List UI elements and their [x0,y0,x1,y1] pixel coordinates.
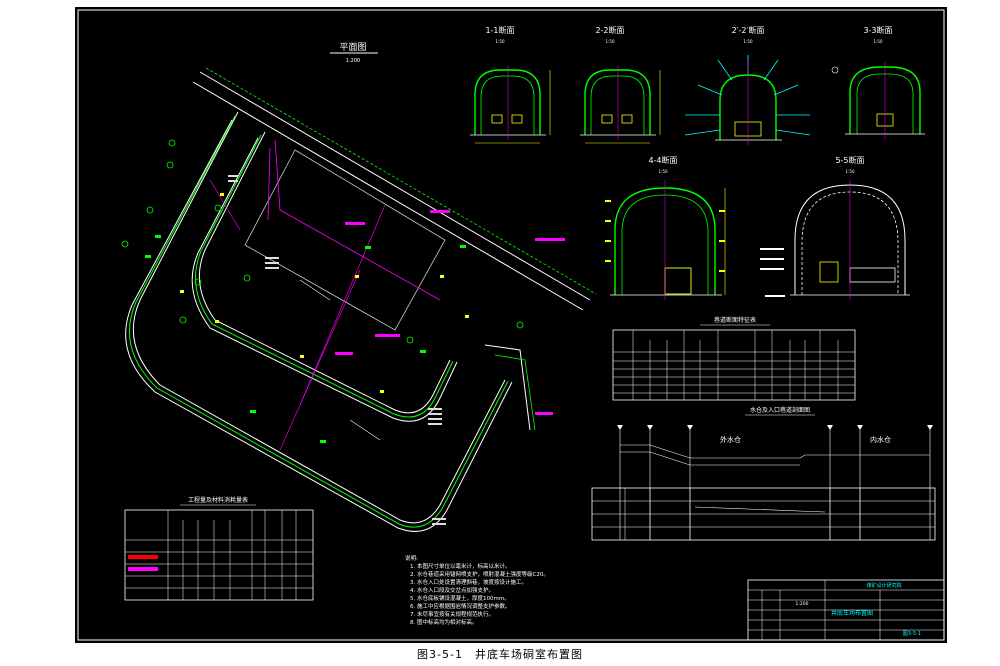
title-block-company: 煤矿设计研究院 [866,582,901,589]
title-block-scale: 1:200 [796,601,809,607]
plan-title: 平面图 [339,42,366,53]
section-title-3-3: 3-3断面 [863,25,892,35]
title-block-drawing: 井底车场布置图 [831,609,873,617]
svg-text:1:50: 1:50 [606,39,615,44]
notes: 说明: 1. 本图尺寸单位以毫米计，标高以米计。 2. 水仓巷道采用锚网喷支护，… [405,554,549,626]
section-title-5-5: 5-5断面 [835,155,864,165]
title-block-number: 图3-5-1 [903,631,921,637]
profile-left-label: 外水仓 [720,435,741,444]
section-table-title: 巷道断面特征表 [714,316,756,324]
note-line: 8. 图中标高均为相对标高。 [410,618,478,626]
quantity-table: 工程量及材料消耗量表 [124,496,314,601]
plan-scale: 1:200 [346,58,360,64]
section-title-2p: 2′-2′断面 [732,25,765,35]
svg-text:1:50: 1:50 [496,39,505,44]
profile-title: 水仓及入口巷道剖面图 [750,406,810,414]
note-line: 7. 未尽事宜按有关规程规范执行。 [410,610,494,618]
svg-text:1:50: 1:50 [659,169,668,174]
section-title-1-1: 1-1断面 [485,25,514,35]
profile-view: 水仓及入口巷道剖面图 外水仓 内水仓 [591,406,936,541]
note-line: 6. 施工中应根据围岩情况调整支护参数。 [410,602,511,610]
svg-text:1:50: 1:50 [744,39,753,44]
plan-view: 平面图 1:200 [121,42,597,532]
section-views: 1-1断面 1:50 2-2断面 1:50 2′-2′断面 1:50 3-3断面… [470,25,925,300]
section-table: 巷道断面特征表 [612,316,856,401]
section-title-2-2: 2-2断面 [595,25,624,35]
figure-caption: 图3-5-1 井底车场硐室布置图 [417,648,583,661]
drawing-background [75,7,947,643]
section-title-4-4: 4-4断面 [648,155,677,165]
profile-right-label: 内水仓 [870,435,891,444]
drawing-frame [77,9,945,641]
svg-text:1:50: 1:50 [874,39,883,44]
title-block: 煤矿设计研究院 井底车场布置图 1:200 图3-5-1 [747,579,945,641]
note-line: 4. 水仓入口段及交岔点加强支护。 [410,586,494,594]
svg-text:1:50: 1:50 [846,169,855,174]
note-line: 1. 本图尺寸单位以毫米计，标高以米计。 [410,562,511,570]
note-line: 3. 水仓入口处设置清理斜巷，坡度按设计施工。 [410,578,527,586]
quantity-table-title: 工程量及材料消耗量表 [188,496,248,504]
note-line: 5. 水仓底板铺设混凝土，厚度100mm。 [410,594,510,602]
notes-heading: 说明: [405,554,418,562]
note-line: 2. 水仓巷道采用锚网喷支护，喷射混凝土强度等级C20。 [410,570,549,578]
